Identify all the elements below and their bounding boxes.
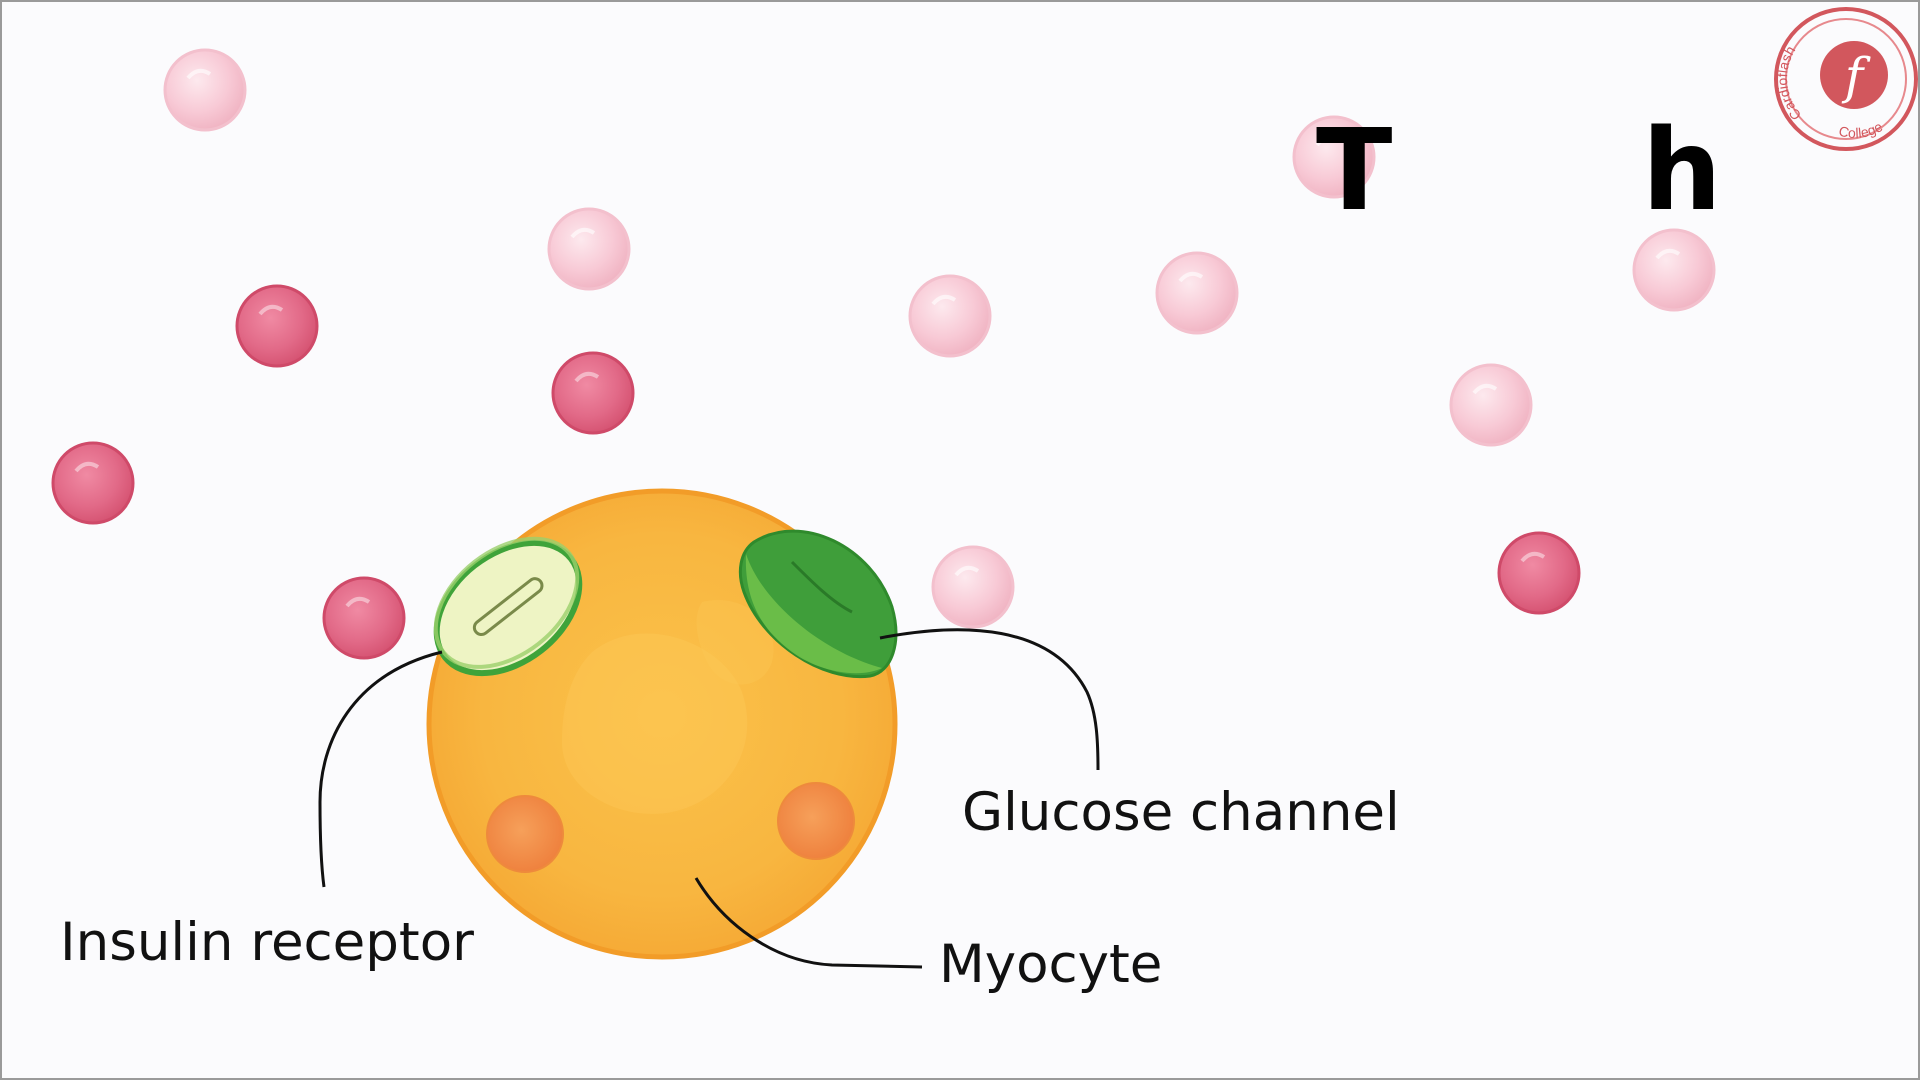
glucose-dark-3 bbox=[51, 441, 135, 525]
glucose-light-8 bbox=[931, 545, 1015, 629]
myocyte-label: Myocyte bbox=[939, 934, 1163, 995]
glucose-light-7 bbox=[1449, 363, 1533, 447]
glucose-light-3 bbox=[908, 274, 992, 358]
glucose-light-6 bbox=[1632, 228, 1716, 312]
title-letter-t: T bbox=[1316, 106, 1393, 236]
glucose-channel-pointer bbox=[879, 628, 1100, 771]
glucose-dark-2 bbox=[551, 351, 635, 435]
glucose-channel-label: Glucose channel bbox=[962, 782, 1400, 843]
glucose-light-5 bbox=[1292, 115, 1376, 199]
insulin-receptor-label: Insulin receptor bbox=[60, 912, 474, 973]
organelle-left bbox=[486, 795, 564, 873]
insulin-receptor-pointer bbox=[318, 650, 443, 888]
cardioflash-college-logo: Cardioflash College f bbox=[1774, 7, 1918, 151]
glucose-dark-4 bbox=[322, 576, 406, 660]
glucose-light-2 bbox=[547, 207, 631, 291]
insulin-receptor bbox=[433, 536, 583, 677]
organelle-right bbox=[777, 782, 855, 860]
myocyte-pointer bbox=[694, 877, 923, 969]
glucose-dark-1 bbox=[235, 284, 319, 368]
glucose-light-4 bbox=[1155, 251, 1239, 335]
glucose-dark-5 bbox=[1497, 531, 1581, 615]
glucose-light-1 bbox=[163, 48, 247, 132]
logo-emblem bbox=[1820, 41, 1888, 109]
title-letter-h: h bbox=[1642, 106, 1722, 236]
glucose-channel bbox=[738, 529, 898, 679]
